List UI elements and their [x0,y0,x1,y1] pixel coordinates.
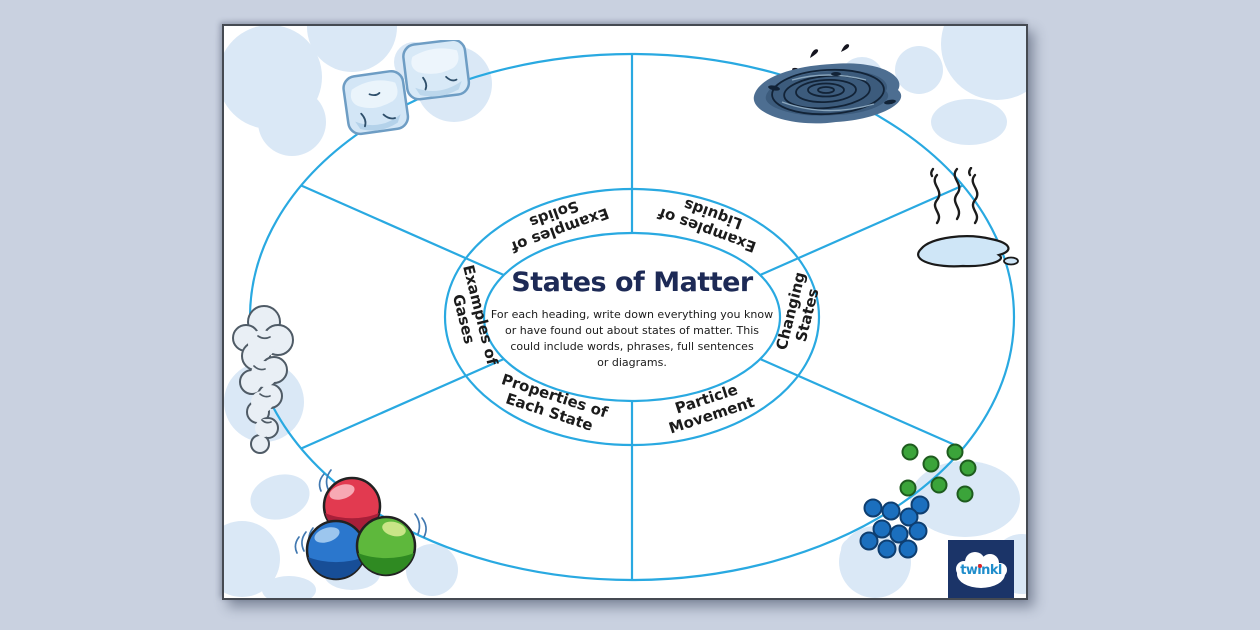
water-puddle-illustration [753,44,902,124]
twinkl-logo-i-dot [978,564,982,568]
worksheet-page: Examples of Solids Examples of Liquids C… [222,24,1028,600]
cloud-icon [956,552,1007,588]
steaming-puddle-illustration [917,167,1019,268]
gas-cloud-illustration [232,305,294,454]
page-title: States of Matter [511,267,753,299]
particle-dots-illustration [859,443,977,559]
bouncing-balls-illustration [294,469,427,581]
twinkl-logo: twinkl [948,540,1014,598]
instructions-text: For each heading, write down everything … [490,308,774,369]
center-panel: States of Matter For each heading, write… [476,267,788,371]
twinkl-logo-text: twinkl [960,563,1002,578]
ice-cubes-illustration [342,40,471,136]
